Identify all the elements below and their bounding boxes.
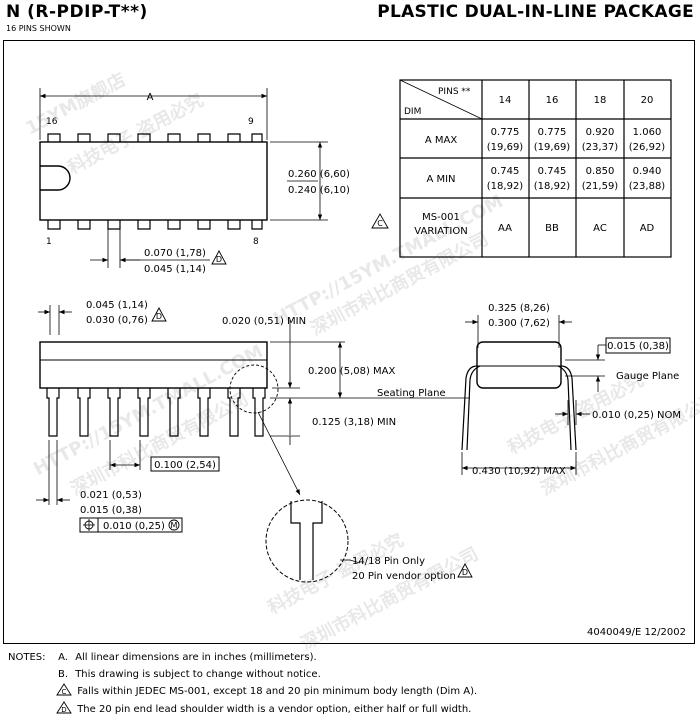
table-col: 20 xyxy=(641,95,654,106)
mmc-symbol: M xyxy=(171,521,178,530)
table-col: 14 xyxy=(499,95,512,106)
shoulder-max: 0.045 (1,14) xyxy=(86,300,148,311)
note-b: B. This drawing is subject to change wit… xyxy=(57,668,321,680)
standoff-label: 0.020 (0,51) MIN xyxy=(222,316,306,327)
note-d-label: D xyxy=(462,568,468,577)
pitch-label: 0.100 (2,54) xyxy=(154,460,216,471)
table-cell: 1.060 xyxy=(633,127,662,138)
shoulder-min: 0.030 (0,76) xyxy=(86,315,148,326)
note-d: D The 20 pin end lead shoulder width is … xyxy=(8,700,477,719)
pins-shown-label: 16 PINS SHOWN xyxy=(6,24,71,33)
drawing-frame xyxy=(3,40,695,644)
lead-thickness-label: 0.010 (0,25) NOM xyxy=(592,410,681,421)
table-cell: (19,69) xyxy=(534,142,571,153)
table-cell: 0.775 xyxy=(538,127,567,138)
dim-a-label: A xyxy=(147,92,154,103)
pin-1-label: 1 xyxy=(46,237,52,247)
table-cell: 0.775 xyxy=(491,127,520,138)
end-view-labels: 0.325 (8,26) 0.300 (7,62) 0.015 (0,38) G… xyxy=(472,303,681,477)
seating-plane-label: Seating Plane xyxy=(377,388,446,399)
pin-16-label: 16 xyxy=(46,117,58,127)
table-col: 18 xyxy=(594,95,607,106)
detail-labels: 14/18 Pin Only 20 Pin vendor option D xyxy=(352,556,468,582)
row-spacing-max: 0.325 (8,26) xyxy=(488,303,550,314)
note-d-triangle-icon: D xyxy=(56,700,72,714)
package-title: N (R-PDIP-T**) xyxy=(6,2,148,22)
table-cell: 0.920 xyxy=(586,127,615,138)
notes-section: NOTES:A. All linear dimensions are in in… xyxy=(8,650,477,718)
top-view-labels: A 16 9 1 8 0.260 (6,60) 0.240 (6,10) 0.0… xyxy=(46,92,350,275)
pin-8-label: 8 xyxy=(253,237,259,247)
lead-detail xyxy=(265,499,473,583)
table-cell: (21,59) xyxy=(582,181,619,192)
note-d-label: D xyxy=(156,312,162,321)
table-cell: AC xyxy=(593,223,607,234)
gauge-height-label: 0.015 (0,38) xyxy=(607,341,669,352)
side-view-labels: 0.045 (1,14) 0.030 (0,76) D 0.020 (0,51)… xyxy=(80,300,446,532)
table-cell: AD xyxy=(640,223,655,234)
note-d-label: D xyxy=(216,255,222,264)
table-cell: (23,37) xyxy=(582,142,619,153)
table-cell: 0.940 xyxy=(633,166,662,177)
top-view xyxy=(39,88,328,268)
table-pins-header: PINS ** xyxy=(438,87,471,97)
row-a-max: A MAX xyxy=(425,135,457,146)
tolerance-label: 0.010 (0,25) xyxy=(103,521,165,532)
table-cell: (26,92) xyxy=(629,142,666,153)
row-a-min: A MIN xyxy=(426,174,455,185)
note-c-triangle-icon: C xyxy=(56,683,72,696)
document-number: 4040049/E 12/2002 xyxy=(587,627,686,638)
end-view xyxy=(461,315,671,475)
lead-length-min: 0.125 (3,18) MIN xyxy=(312,417,396,428)
table-cell: BB xyxy=(545,223,559,234)
table-cell: 0.745 xyxy=(538,166,567,177)
side-view xyxy=(36,305,470,533)
pin-9-label: 9 xyxy=(248,117,254,127)
note-a: NOTES:A. All linear dimensions are in in… xyxy=(8,650,477,667)
lead-max: 0.070 (1,78) xyxy=(144,248,206,259)
table-col: 16 xyxy=(546,95,559,106)
table-dim-header: DIM xyxy=(404,107,421,117)
table-cell: 0.745 xyxy=(491,166,520,177)
spread-max-label: 0.430 (10,92) MAX xyxy=(472,466,566,477)
notes-title: NOTES: xyxy=(8,652,46,663)
lead-width-max: 0.021 (0,53) xyxy=(80,490,142,501)
width-min: 0.240 (6,10) xyxy=(288,185,350,196)
table-cell: (18,92) xyxy=(534,181,571,192)
table-cell: (18,92) xyxy=(487,181,524,192)
svg-text:C: C xyxy=(62,688,67,696)
row-variation-1: MS-001 xyxy=(422,212,460,223)
dimension-table xyxy=(371,79,672,258)
lead-width-min: 0.015 (0,38) xyxy=(80,505,142,516)
table-cell: (19,69) xyxy=(487,142,524,153)
row-variation-2: VARIATION xyxy=(414,226,467,237)
width-max: 0.260 (6,60) xyxy=(288,169,350,180)
row-spacing-min: 0.300 (7,62) xyxy=(488,318,550,329)
detail-line-1: 14/18 Pin Only xyxy=(352,556,425,567)
package-type-title: PLASTIC DUAL-IN-LINE PACKAGE xyxy=(377,2,694,22)
height-max: 0.200 (5,08) MAX xyxy=(308,366,396,377)
table-cell: 0.850 xyxy=(586,166,615,177)
table-cell: (23,88) xyxy=(629,181,666,192)
gauge-plane-label: Gauge Plane xyxy=(616,371,679,382)
detail-line-2: 20 Pin vendor option xyxy=(352,571,456,582)
lead-min: 0.045 (1,14) xyxy=(144,264,206,275)
table-labels: PINS ** DIM 14 16 18 20 A MAX 0.775 (19,… xyxy=(377,87,665,237)
note-c: C Falls within JEDEC MS-001, except 18 a… xyxy=(8,683,477,701)
note-c-label: C xyxy=(377,219,383,228)
table-cell: AA xyxy=(498,223,512,234)
svg-text:D: D xyxy=(61,706,66,714)
